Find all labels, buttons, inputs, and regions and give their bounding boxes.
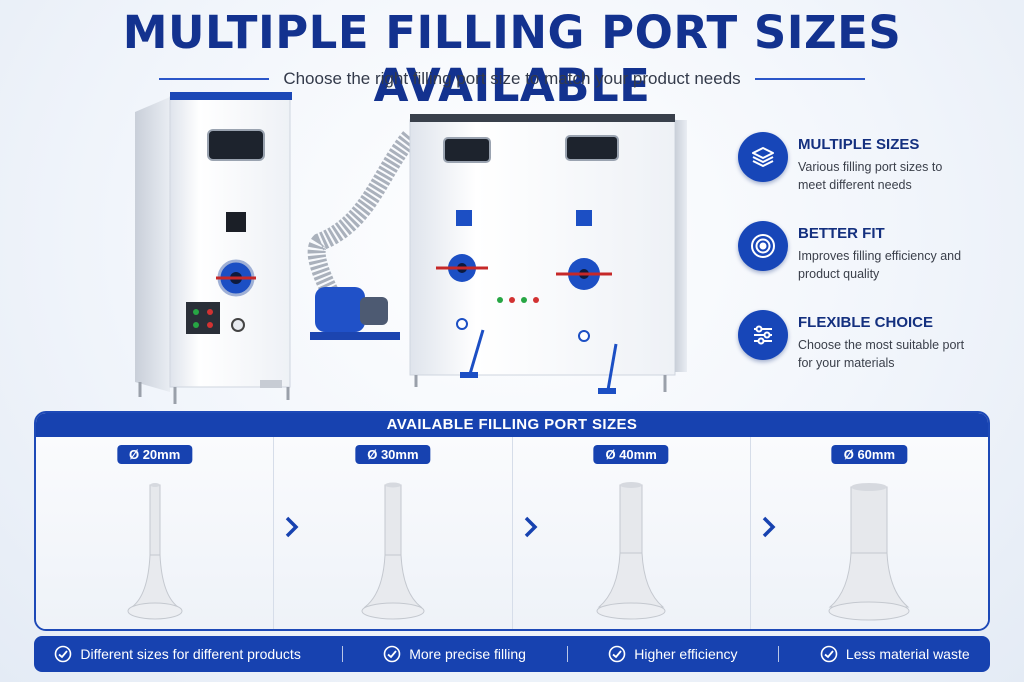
subtitle-row: Choose the right filling port size to ma… [0,68,1024,90]
feature-title: MULTIPLE SIZES [798,136,920,153]
ports-heading: AVAILABLE FILLING PORT SIZES [36,413,988,437]
chevron-right-icon [524,516,537,538]
port-size-badge: Ø 30mm [355,445,431,464]
nozzle-60mm [828,483,910,621]
feature-desc: Various filling port sizes to meet diffe… [798,160,943,192]
port-size-badge: Ø 60mm [831,445,908,464]
filling-machines-illustration [135,92,687,404]
page-title: MULTIPLE FILLING PORT SIZES AVAILABLE [122,6,902,112]
target-icon [738,221,788,271]
layers-icon [738,132,788,182]
benefit-label: Higher efficiency [634,646,738,662]
nozzle-30mm [361,482,425,620]
port-size-badge: Ø 20mm [116,445,193,464]
port-size-badge: Ø 40mm [593,445,669,464]
feature-title: BETTER FIT [798,225,885,242]
port-card-40mm[interactable]: Ø 40mm [512,437,751,629]
feature-flexible-choice: FLEXIBLE CHOICE Choose the most suitable… [738,308,1008,373]
benefit-item: More precise filling [383,645,526,663]
nozzle-20mm [127,483,183,620]
sliders-icon [738,310,788,360]
port-card-30mm[interactable]: Ø 30mm [274,437,513,629]
features-list: MULTIPLE SIZES Various filling port size… [738,130,1008,397]
benefits-bar: Different sizes for different products M… [34,636,990,672]
chevron-right-icon [286,516,299,538]
check-circle-icon [608,645,626,663]
feature-desc: Choose the most suitable port for your m… [798,338,965,370]
blower-unit [307,131,417,340]
divider [778,646,780,662]
page-subtitle: Choose the right filling port size to ma… [283,69,741,88]
feature-title: FLEXIBLE CHOICE [798,314,934,331]
feature-desc: Improves filling efficiency and product … [798,249,962,281]
feature-multiple-sizes: MULTIPLE SIZES Various filling port size… [738,130,1008,195]
benefit-label: More precise filling [409,646,526,662]
subtitle-rule-right [754,78,865,80]
check-circle-icon [383,645,401,663]
check-circle-icon [820,645,838,663]
port-card-20mm[interactable]: Ø 20mm [36,437,275,629]
divider [566,646,568,662]
benefit-item: Higher efficiency [608,645,738,663]
ports-row: Ø 20mm Ø 30mm Ø 40mm [36,437,988,629]
divider [341,646,343,662]
filling-ports-panel: AVAILABLE FILLING PORT SIZES Ø 20mm Ø 30… [34,411,990,631]
nozzle-40mm [596,482,666,620]
benefit-label: Different sizes for different products [80,646,301,662]
benefit-label: Less material waste [845,646,970,662]
single-port-machine [135,92,292,404]
feature-better-fit: BETTER FIT Improves filling efficiency a… [738,219,1008,284]
port-card-60mm[interactable]: Ø 60mm [750,437,988,629]
double-port-machine [409,114,687,394]
chevron-right-icon [762,516,776,538]
benefit-item: Different sizes for different products [54,645,301,663]
check-circle-icon [55,645,72,663]
benefit-item: Less material waste [820,645,970,663]
subtitle-rule-left [159,78,270,80]
